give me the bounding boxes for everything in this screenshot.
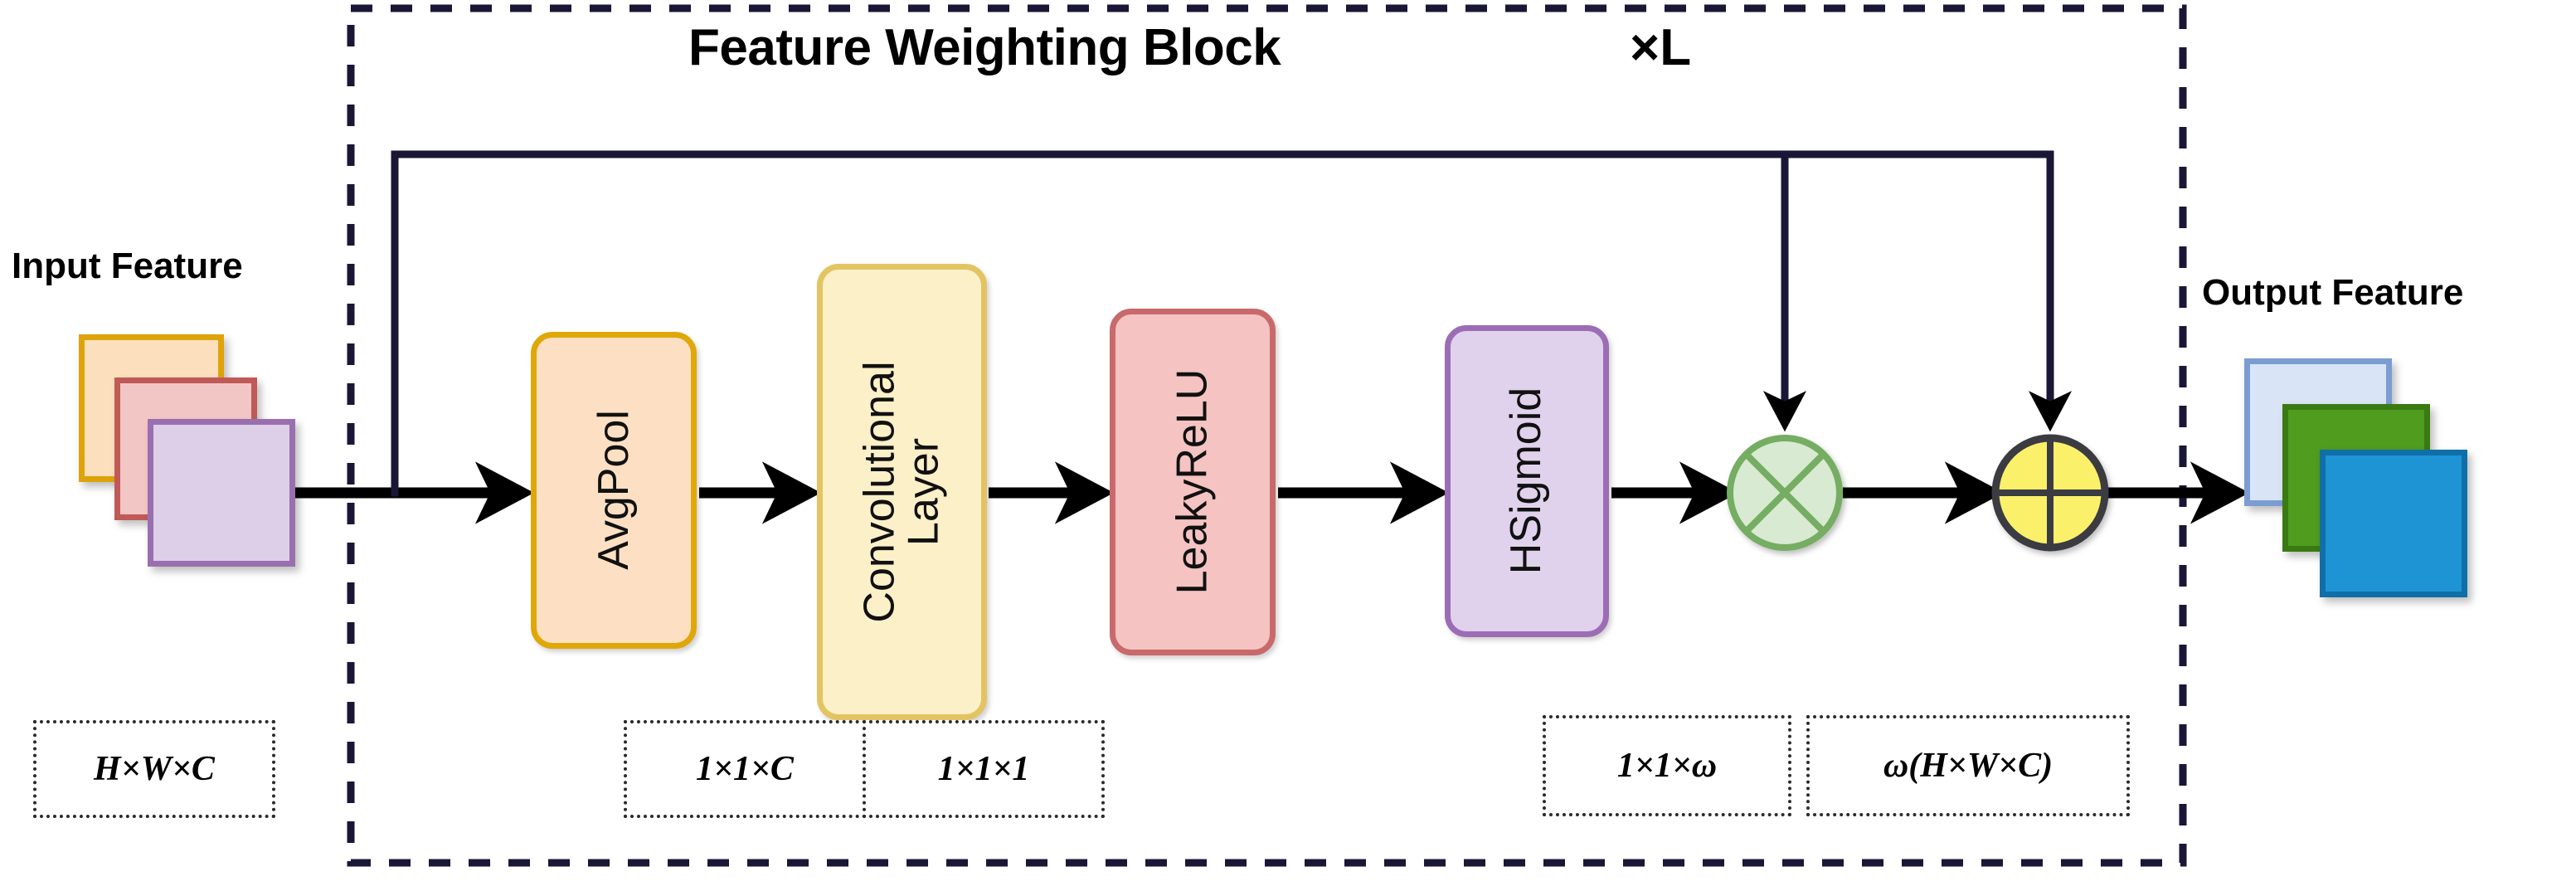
dimension-tag-input: H×W×C: [33, 720, 275, 818]
output-feature-card: [2320, 450, 2467, 597]
block-convolutional-layer[interactable]: Convolutional Layer: [817, 264, 987, 720]
block-leakyrelu-label: LeakyReLU: [1168, 369, 1217, 595]
multiply-operator: [1727, 435, 1843, 551]
feature-weighting-block-border: [347, 4, 2187, 867]
block-leakyrelu[interactable]: LeakyReLU: [1110, 309, 1276, 655]
dimension-tag-hsigmoid: 1×1×ω: [1543, 715, 1791, 816]
input-feature-card: [148, 419, 295, 567]
block-avgpool-label: AvgPool: [589, 410, 638, 571]
dimension-tag-avgpool: 1×1×C: [624, 720, 866, 818]
output-feature-label: Output Feature: [2202, 272, 2464, 313]
block-hsigmoid-label: HSigmoid: [1502, 387, 1551, 575]
add-operator: [1991, 434, 2109, 552]
dimension-tag-conv: 1×1×1: [863, 720, 1105, 818]
repeat-count-label: ×L: [1630, 19, 1692, 76]
page-title: Feature Weighting Block: [688, 19, 1281, 76]
block-avgpool[interactable]: AvgPool: [531, 332, 697, 649]
input-feature-label: Input Feature: [12, 246, 243, 286]
skip-connection-trunk: [391, 150, 2054, 497]
block-convolutional-layer-label: Convolutional Layer: [855, 361, 948, 623]
dimension-tag-output: ω(H×W×C): [1806, 715, 2130, 816]
block-hsigmoid[interactable]: HSigmoid: [1445, 325, 1609, 637]
